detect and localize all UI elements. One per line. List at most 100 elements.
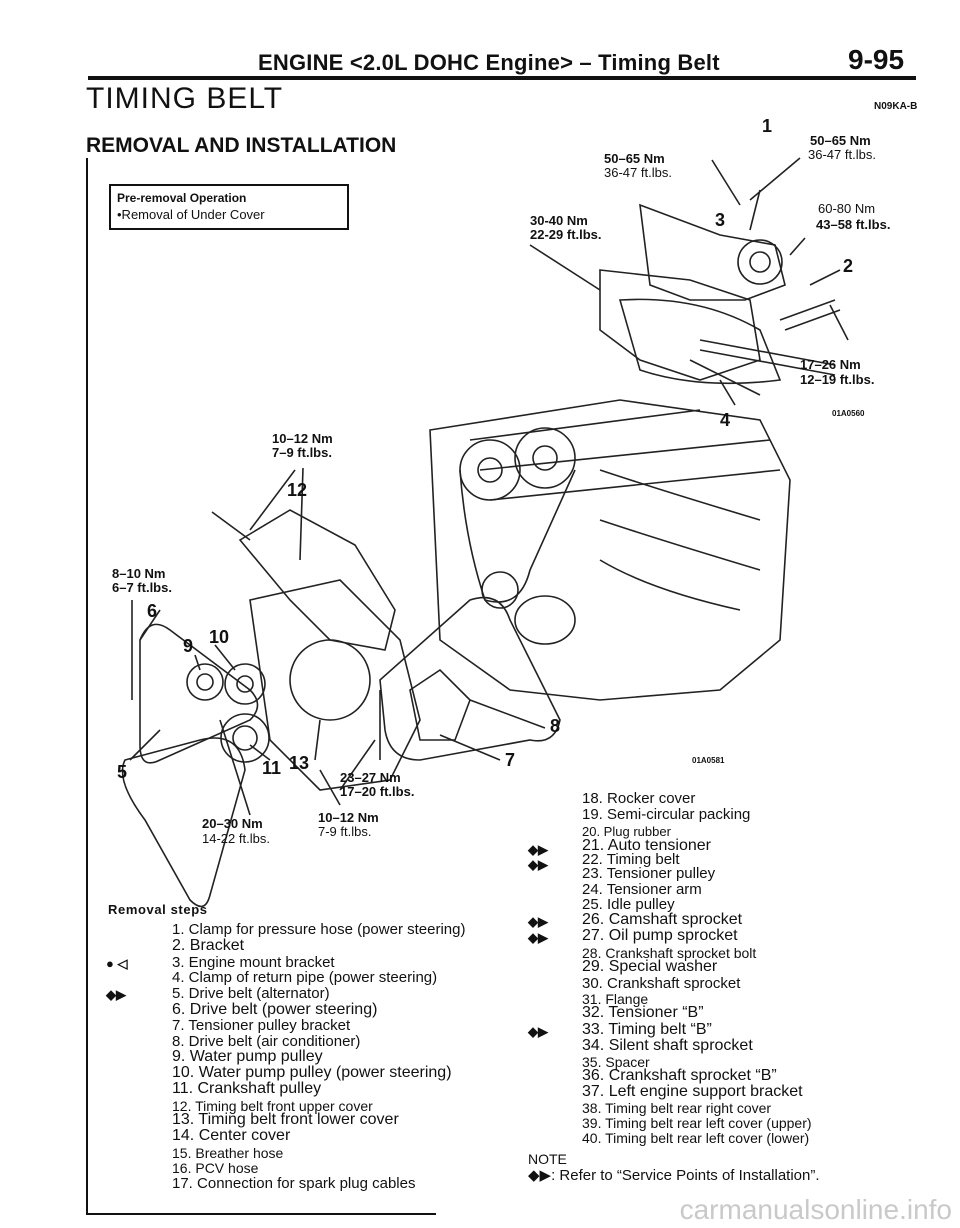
- torque-label: 12–19 ft.lbs.: [800, 372, 875, 387]
- step-item: 20. Plug rubber: [582, 824, 671, 839]
- camshaft-sprocket-1: [459, 439, 521, 501]
- callout-number: 13: [289, 753, 310, 773]
- callout-number: 6: [147, 601, 158, 621]
- oil-filter: [514, 595, 576, 645]
- drive-belt-power-steering: [139, 623, 259, 764]
- power-steering-pulley: [224, 663, 266, 705]
- step-item: 31. Flange: [582, 991, 649, 1007]
- step-item: 29. Special washer: [582, 958, 718, 975]
- camshaft-sprocket-2: [514, 427, 576, 489]
- step-item: 11. Crankshaft pulley: [172, 1080, 322, 1097]
- step-item: 30. Crankshaft sprocket: [582, 975, 741, 992]
- torque-label: 30-40 Nm: [530, 213, 588, 228]
- section-title: TIMING BELT: [86, 82, 284, 115]
- torque-label: 14-22 ft.lbs.: [202, 831, 270, 846]
- note-text: ◆▶: Refer to “Service Points of Installa…: [528, 1167, 820, 1184]
- step-item: 28. Crankshaft sprocket bolt: [582, 945, 757, 961]
- callout-number: 2: [843, 256, 854, 276]
- step-marker: ◆▶: [528, 1024, 548, 1039]
- step-item: 33. Timing belt “B”: [582, 1021, 712, 1038]
- step-item: 15. Breather hose: [172, 1145, 284, 1161]
- removal-steps-title: Removal steps: [108, 902, 208, 917]
- torque-label: 36-47 ft.lbs.: [808, 147, 876, 162]
- step-item: 17. Connection for spark plug cables: [172, 1175, 416, 1192]
- step-item: 36. Crankshaft sprocket “B”: [582, 1067, 777, 1084]
- torque-label: 6–7 ft.lbs.: [112, 580, 172, 595]
- step-item: 1. Clamp for pressure hose (power steeri…: [172, 921, 466, 938]
- step-item: 9. Water pump pulley: [172, 1048, 323, 1065]
- step-item: 19. Semi-circular packing: [582, 806, 751, 823]
- step-item: 25. Idle pulley: [582, 896, 675, 913]
- drive-belt-ac: [379, 596, 561, 761]
- mount-bushing: [737, 239, 783, 285]
- torque-label: 36-47 ft.lbs.: [604, 165, 672, 180]
- torque-label: 17–20 ft.lbs.: [340, 784, 415, 799]
- water-pump-pulley: [186, 663, 224, 701]
- step-marker: ◆▶: [106, 987, 126, 1002]
- step-marker: ◆▶: [528, 930, 548, 945]
- torque-label: 10–12 Nm: [318, 810, 379, 825]
- step-item: 23. Tensioner pulley: [582, 865, 716, 882]
- drive-belt-alternator: [121, 737, 246, 908]
- pre-removal-title: Pre-removal Operation: [117, 191, 247, 205]
- step-item: 16. PCV hose: [172, 1160, 259, 1176]
- callout-number: 5: [117, 762, 128, 782]
- page-number: 9-95: [848, 44, 905, 75]
- step-item: 5. Drive belt (alternator): [172, 985, 330, 1002]
- step-item: 22. Timing belt: [582, 851, 680, 868]
- lower-cover: [249, 579, 421, 791]
- callout-number: 1: [762, 116, 773, 136]
- page-header: ENGINE <2.0L DOHC Engine> – Timing Belt …: [0, 36, 960, 80]
- section-code: N09KA-B: [874, 101, 918, 112]
- step-item: 3. Engine mount bracket: [172, 954, 335, 971]
- torque-label: 43–58 ft.lbs.: [816, 217, 891, 232]
- step-item: 26. Camshaft sprocket: [582, 911, 743, 928]
- callout-number: 10: [209, 627, 230, 647]
- upper-cover: [238, 509, 396, 651]
- torque-label: 10–12 Nm: [272, 431, 333, 446]
- header-rule: [88, 76, 916, 80]
- note-title: NOTE: [528, 1151, 567, 1167]
- engine-block: [429, 399, 791, 701]
- bottom-rule: [86, 1213, 436, 1215]
- callout-number: 9: [183, 636, 194, 656]
- figure-code: 01A0560: [832, 409, 865, 418]
- torque-label: 22-29 ft.lbs.: [530, 227, 602, 242]
- tensioner-bracket: [409, 668, 471, 741]
- callout-number: 7: [505, 750, 516, 770]
- step-item: 10. Water pump pulley (power steering): [172, 1064, 452, 1081]
- cylinder-head-outline: [599, 269, 761, 381]
- step-item: 14. Center cover: [172, 1127, 291, 1144]
- step-item: 34. Silent shaft sprocket: [582, 1037, 753, 1054]
- step-item: 35. Spacer: [582, 1054, 650, 1070]
- torque-label: 23–27 Nm: [340, 770, 401, 785]
- torque-label: 8–10 Nm: [112, 566, 166, 581]
- step-marker: ◆▶: [528, 914, 548, 929]
- callout-number: 8: [550, 716, 561, 736]
- step-item: 40. Timing belt rear left cover (lower): [582, 1130, 810, 1146]
- step-item: 4. Clamp of return pipe (power steering): [172, 969, 438, 986]
- figure-code: 01A0581: [692, 756, 725, 765]
- step-item: 13. Timing belt front lower cover: [172, 1111, 399, 1128]
- pre-removal-item: •Removal of Under Cover: [117, 207, 265, 222]
- callout-number: 11: [262, 758, 282, 778]
- step-marker: ● ◁: [106, 956, 128, 971]
- pre-removal-box: Pre-removal Operation •Removal of Under …: [109, 184, 349, 230]
- step-item: 12. Timing belt front upper cover: [172, 1098, 373, 1114]
- step-item: 37. Left engine support bracket: [582, 1083, 803, 1100]
- step-item: 6. Drive belt (power steering): [172, 1001, 378, 1018]
- step-item: 24. Tensioner arm: [582, 881, 702, 898]
- header-title: ENGINE <2.0L DOHC Engine> – Timing Belt: [258, 50, 720, 75]
- intake-manifold: [599, 469, 761, 611]
- step-item: 7. Tensioner pulley bracket: [172, 1017, 351, 1034]
- bracket-arm: [779, 299, 841, 331]
- torque-label: 7–9 ft.lbs.: [272, 445, 332, 460]
- left-margin-rule: [86, 158, 88, 1213]
- torque-label: 50–65 Nm: [810, 133, 871, 148]
- torque-label: 50–65 Nm: [604, 151, 665, 166]
- step-item: 27. Oil pump sprocket: [582, 927, 738, 944]
- torque-label: 20–30 Nm: [202, 816, 263, 831]
- step-item: 38. Timing belt rear right cover: [582, 1100, 772, 1116]
- step-item: 32. Tensioner “B”: [582, 1004, 704, 1021]
